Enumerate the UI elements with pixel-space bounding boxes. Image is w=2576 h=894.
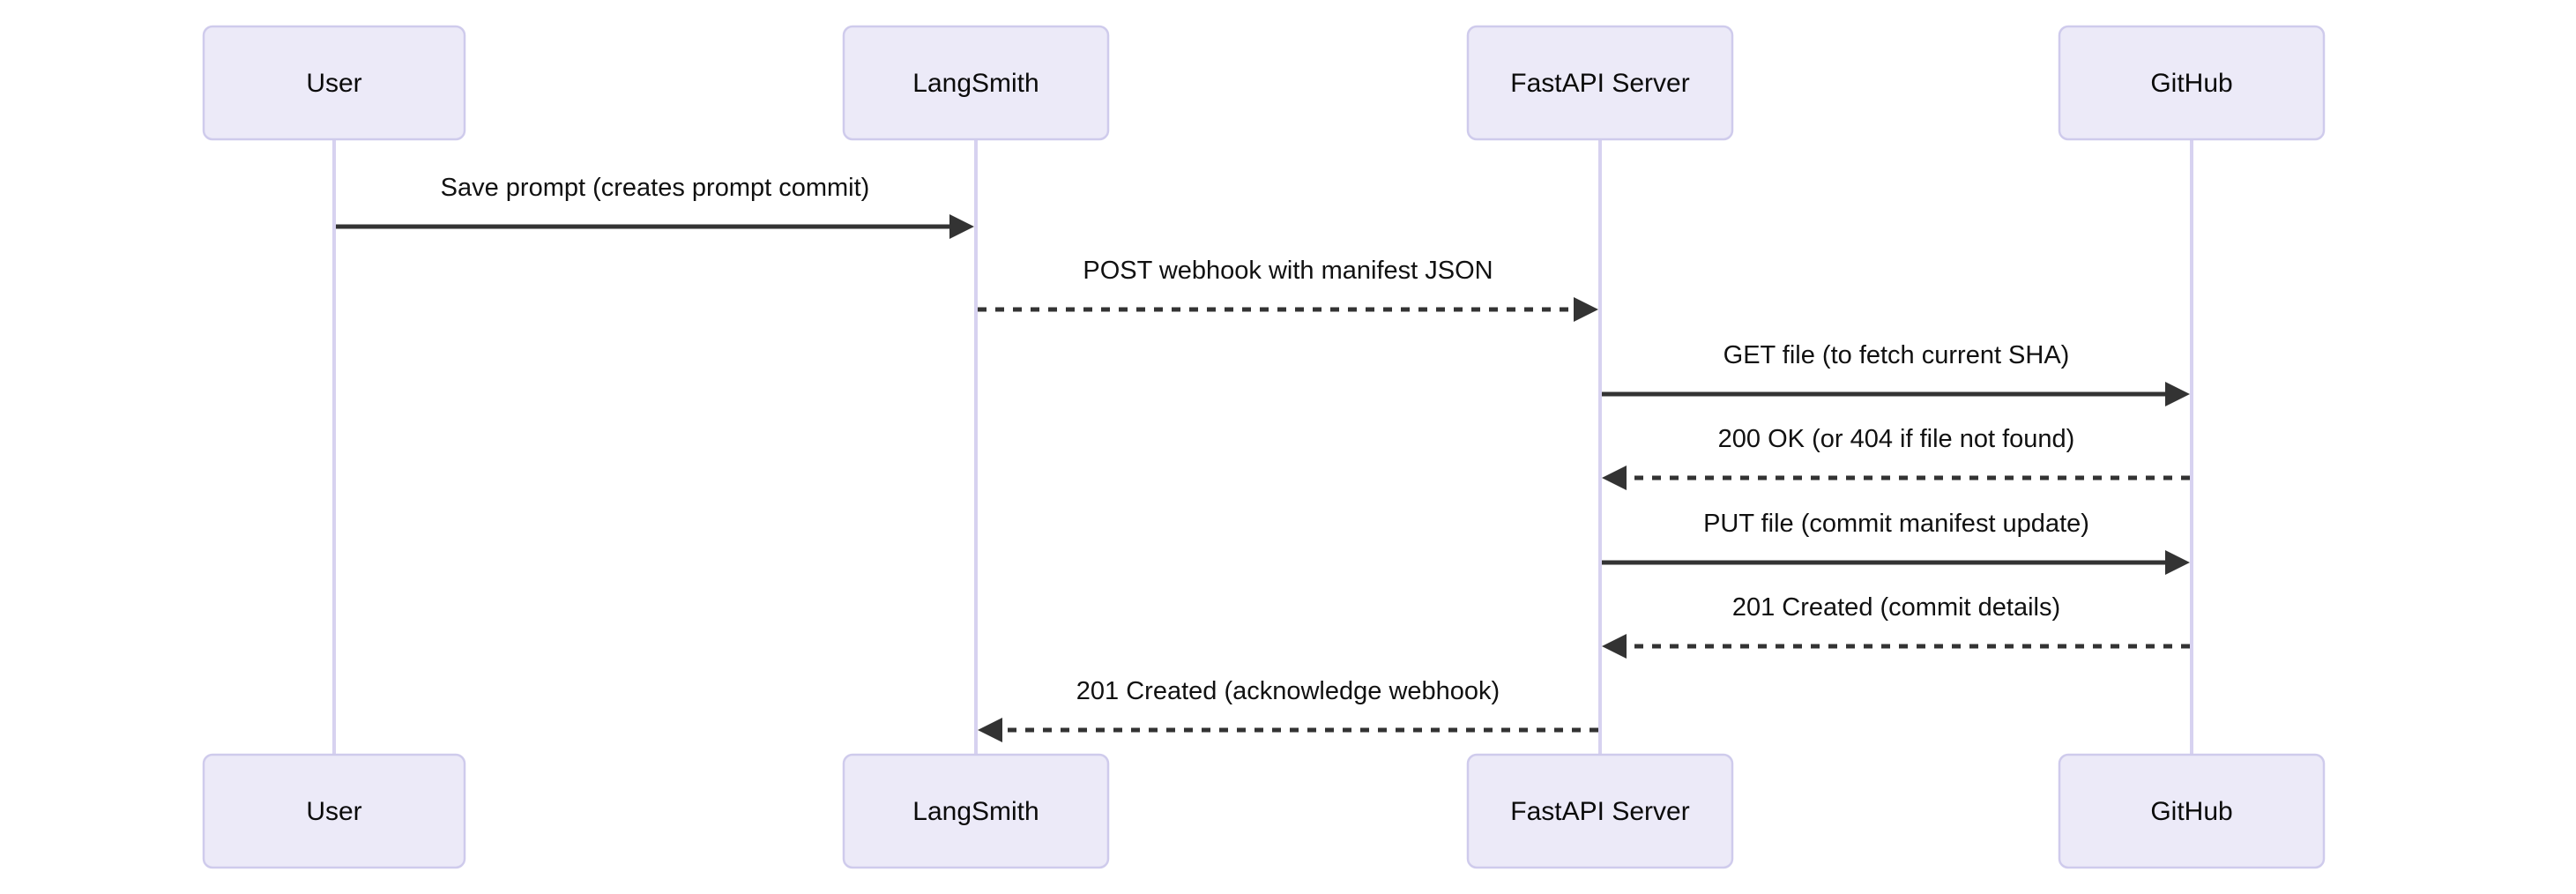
messages: Save prompt (creates prompt commit) POST… [336, 174, 2190, 742]
participant-user-top[interactable]: User [202, 25, 466, 141]
arrowhead-left-icon [1602, 466, 1627, 490]
message-label: 201 Created (acknowledge webhook) [1076, 677, 1500, 705]
message-label: Save prompt (creates prompt commit) [441, 174, 870, 202]
message-6[interactable]: 201 Created (commit details) [1602, 593, 2190, 659]
message-2[interactable]: POST webhook with manifest JSON [978, 257, 1598, 322]
participant-box[interactable] [202, 25, 466, 141]
message-4[interactable]: 200 OK (or 404 if file not found) [1602, 425, 2190, 490]
message-label: PUT file (commit manifest update) [1703, 510, 2089, 538]
arrowhead-left-icon [978, 718, 1002, 742]
participant-langsmith-bottom[interactable]: LangSmith [842, 753, 1110, 869]
participant-fastapi-top[interactable]: FastAPI Server [1466, 25, 1734, 141]
participant-langsmith-top[interactable]: LangSmith [842, 25, 1110, 141]
message-7[interactable]: 201 Created (acknowledge webhook) [978, 677, 1598, 742]
arrowhead-right-icon [949, 214, 974, 239]
lifelines [332, 139, 2193, 755]
message-label: 200 OK (or 404 if file not found) [1718, 425, 2075, 453]
participant-label: FastAPI Server [1510, 69, 1689, 98]
message-label: POST webhook with manifest JSON [1083, 257, 1493, 285]
participant-box[interactable] [2058, 25, 2326, 141]
participant-label: LangSmith [912, 69, 1039, 98]
participant-box[interactable] [842, 25, 1110, 141]
participant-label: GitHub [2150, 69, 2232, 98]
message-label: GET file (to fetch current SHA) [1724, 341, 2070, 369]
participant-box[interactable] [202, 753, 466, 869]
arrowhead-left-icon [1602, 634, 1627, 659]
arrowhead-right-icon [2165, 550, 2190, 575]
participants-top: User LangSmith FastAPI Server GitHub [202, 25, 2326, 141]
participant-label: User [306, 797, 361, 826]
message-5[interactable]: PUT file (commit manifest update) [1602, 510, 2190, 575]
message-label: 201 Created (commit details) [1732, 593, 2060, 622]
participant-label: GitHub [2150, 797, 2232, 826]
participant-fastapi-bottom[interactable]: FastAPI Server [1466, 753, 1734, 869]
participant-box[interactable] [1466, 753, 1734, 869]
participant-box[interactable] [842, 753, 1110, 869]
participant-user-bottom[interactable]: User [202, 753, 466, 869]
participants-bottom: User LangSmith FastAPI Server GitHub [202, 753, 2326, 869]
participant-github-bottom[interactable]: GitHub [2058, 753, 2326, 869]
participant-box[interactable] [2058, 753, 2326, 869]
participant-label: User [306, 69, 361, 98]
participant-box[interactable] [1466, 25, 1734, 141]
participant-github-top[interactable]: GitHub [2058, 25, 2326, 141]
message-3[interactable]: GET file (to fetch current SHA) [1602, 341, 2190, 406]
participant-label: FastAPI Server [1510, 797, 1689, 826]
participant-label: LangSmith [912, 797, 1039, 826]
message-1[interactable]: Save prompt (creates prompt commit) [336, 174, 974, 239]
arrowhead-right-icon [1574, 297, 1598, 322]
arrowhead-right-icon [2165, 382, 2190, 406]
